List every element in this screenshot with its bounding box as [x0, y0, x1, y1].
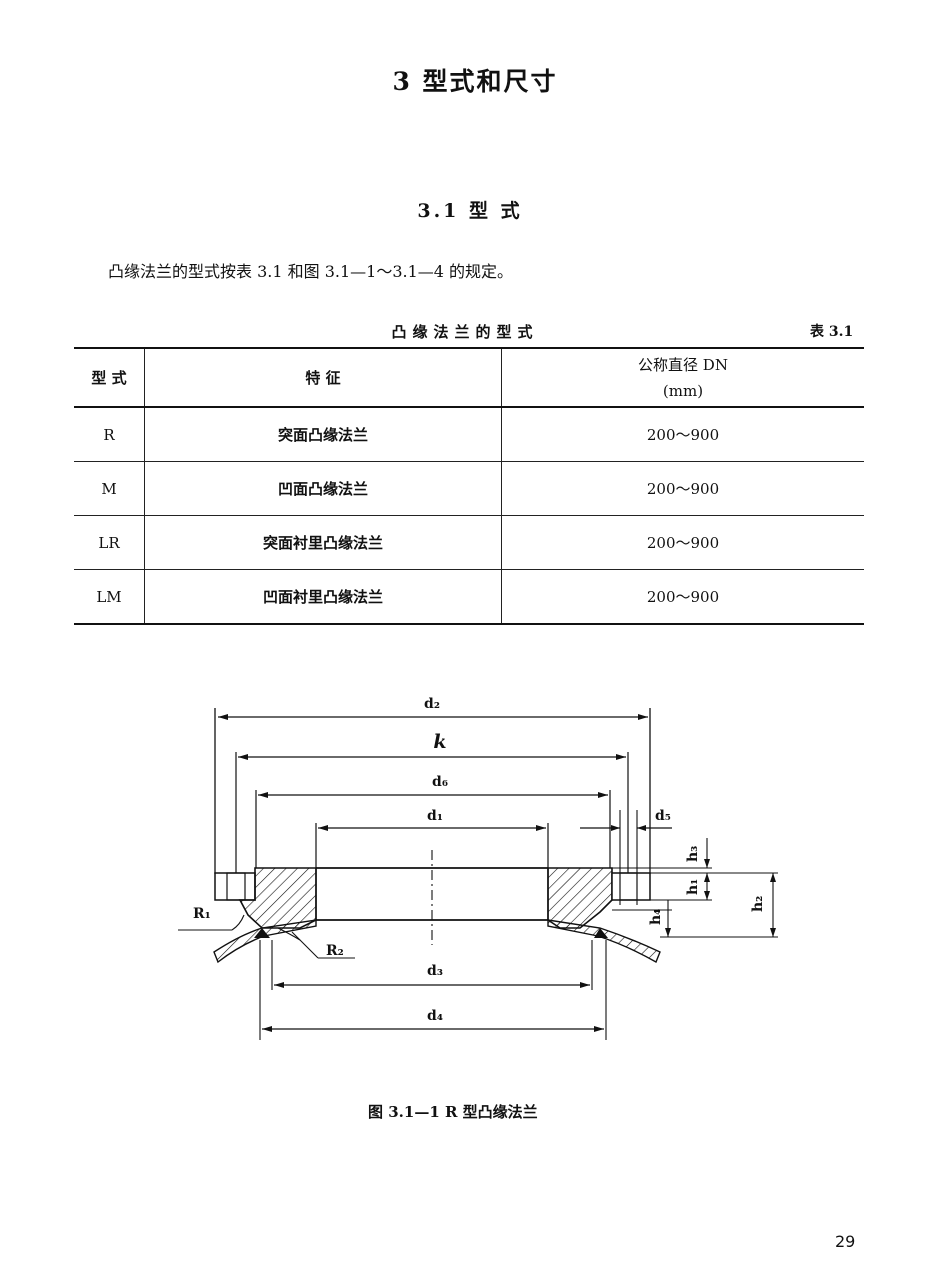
dimension-d2: [214, 708, 651, 874]
label-h4: h₄: [648, 909, 664, 925]
header-dn-label: 公称直径 DN: [638, 355, 728, 374]
dimension-d1: [315, 823, 549, 868]
label-r1: R₁: [193, 906, 211, 922]
cell-feature: 突面衬里凸缘法兰: [144, 515, 502, 570]
table-number: 表 3.1: [810, 324, 854, 340]
dished-head: [213, 919, 661, 964]
label-d5: d₅: [655, 808, 671, 824]
cell-type: R: [74, 407, 145, 462]
chapter-title: 3 型式和尺寸: [392, 67, 558, 96]
dimension-d3: [271, 940, 593, 990]
label-d3: d₃: [427, 963, 443, 979]
label-d2: d₂: [424, 696, 440, 712]
dimensions-h: [612, 838, 778, 938]
table-row: R 突面凸缘法兰 200～900: [74, 407, 864, 462]
cell-type: LM: [74, 569, 145, 625]
label-d6: d₆: [432, 774, 448, 790]
radius-r2-leader: [291, 931, 355, 959]
cell-feature: 凹面衬里凸缘法兰: [144, 569, 502, 625]
cell-type: LR: [74, 515, 145, 570]
page-number: 29: [835, 1232, 856, 1251]
cell-type: M: [74, 461, 145, 516]
header-type: 型 式: [74, 347, 145, 408]
label-d4: d₄: [427, 1008, 443, 1024]
dimension-k: [235, 752, 629, 874]
dimension-d4: [259, 940, 607, 1040]
cell-feature: 凹面凸缘法兰: [144, 461, 502, 516]
table-row: LM 凹面衬里凸缘法兰 200～900: [74, 569, 864, 625]
table-caption: 凸缘法兰的型式: [391, 323, 539, 341]
label-r2: R₂: [326, 943, 344, 959]
cell-feature: 突面凸缘法兰: [144, 407, 502, 462]
cell-dn: 200～900: [501, 515, 864, 570]
label-h1: h₁: [685, 879, 701, 895]
table-header-row: 型 式 特 征 公称直径 DN (mm): [74, 347, 864, 408]
label-d1: d₁: [427, 808, 443, 824]
label-k: k: [433, 731, 446, 753]
radius-r1-leader: [178, 914, 245, 931]
cell-dn: 200～900: [501, 569, 864, 625]
table-row: LR 突面衬里凸缘法兰 200～900: [74, 515, 864, 570]
label-h2: h₂: [750, 896, 766, 912]
cell-dn: 200～900: [501, 407, 864, 462]
dimension-d6: [255, 790, 611, 868]
section-title: 3.1 型 式: [417, 200, 523, 222]
header-dn-unit: (mm): [662, 381, 704, 400]
cell-dn: 200～900: [501, 461, 864, 516]
figure-caption: 图 3.1—1 R 型凸缘法兰: [368, 1103, 538, 1121]
table-row: M 凹面凸缘法兰 200～900: [74, 461, 864, 516]
flange-types-table: 型 式 特 征 公称直径 DN (mm) R 突面凸缘法兰 200～900 M …: [74, 347, 864, 625]
label-h3: h₃: [685, 846, 701, 862]
header-nominal-diameter: 公称直径 DN (mm): [501, 347, 864, 408]
intro-paragraph: 凸缘法兰的型式按表 3.1 和图 3.1—1～3.1—4 的规定。: [108, 262, 514, 281]
header-feature: 特 征: [144, 347, 502, 408]
